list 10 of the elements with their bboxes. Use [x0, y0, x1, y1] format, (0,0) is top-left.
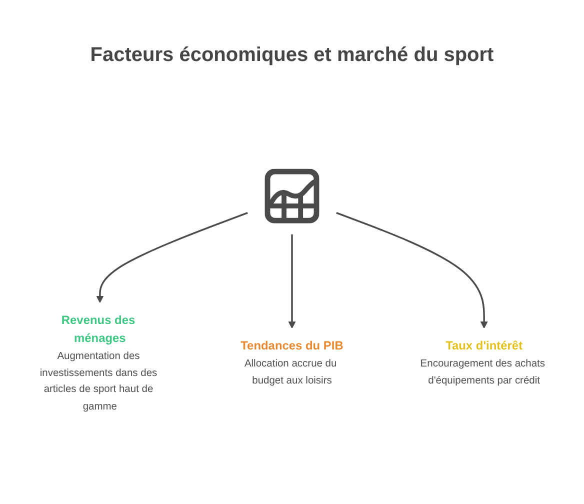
node-description: Augmentation des investissements dans des articles de sport haut de gamme — [40, 350, 158, 412]
arrow — [336, 212, 488, 329]
title: Facteurs économiques et marché du sport — [89, 43, 495, 68]
node-description: Encouragement des achats d'équipements par crédit — [420, 357, 546, 386]
node-description: Allocation accrue du budget aux loisirs — [244, 357, 338, 386]
node-heading: Tendances du PIB — [240, 338, 344, 352]
arrow — [96, 212, 248, 303]
arrow — [288, 234, 296, 329]
node-heading: Taux d'intérêt — [446, 338, 523, 352]
node-heading: Revenus des ménages — [61, 312, 136, 344]
